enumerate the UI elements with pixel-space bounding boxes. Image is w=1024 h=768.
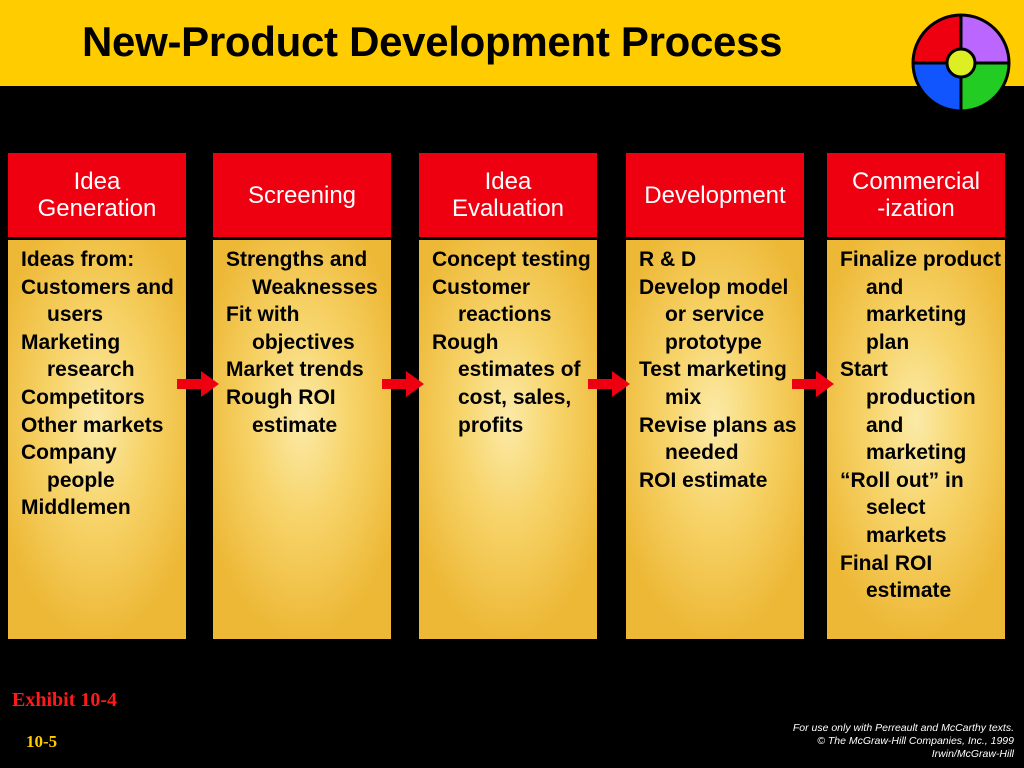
arrow-shape — [382, 371, 424, 397]
stage-item: Start production and marketing — [840, 358, 976, 465]
copyright-line: For use only with Perreault and McCarthy… — [792, 722, 1014, 734]
copyright-line: Irwin/McGraw-Hill — [931, 748, 1014, 760]
stage-header-line: -ization — [877, 195, 955, 222]
stage-item: ROI estimate — [639, 468, 768, 492]
stage-item: Company people — [21, 441, 117, 492]
stage-header-line: Development — [644, 181, 786, 209]
stage-header: Commercial-ization — [827, 153, 1005, 237]
page-number: 10-5 — [26, 732, 58, 751]
stage-item: Middlemen — [21, 496, 131, 520]
color-wheel-logo-icon — [911, 13, 1011, 113]
stage-header-line: Generation — [37, 195, 157, 222]
logo-quadrant-red — [913, 15, 961, 63]
flow-arrow-icon — [382, 371, 424, 397]
flow-arrow-icon — [177, 371, 219, 397]
stage-item: Competitors — [21, 385, 145, 409]
stage-header-line: Evaluation — [451, 195, 565, 222]
stage-item: Develop model or service prototype — [639, 275, 789, 354]
arrow-shape — [177, 371, 219, 397]
copyright-notice: For use only with Perreault and McCarthy… — [793, 722, 1014, 761]
exhibit-label: Exhibit 10-4 — [12, 689, 118, 711]
stage-item: Concept testing — [432, 248, 591, 271]
title-bar: New-Product Development Process — [0, 0, 1024, 86]
stage-item: Rough ROI estimate — [226, 385, 338, 437]
stage-header: Development — [626, 153, 804, 237]
logo-center — [945, 47, 977, 79]
stage-item: Market trends — [226, 358, 364, 382]
stage-header-line: Screening — [247, 181, 357, 209]
stage-header: Screening — [213, 153, 391, 237]
stage-item: Marketing research — [21, 330, 135, 382]
stage-item: “Roll out” in select markets — [840, 468, 964, 547]
stage-item: Finalize product and marketing plan — [840, 248, 1002, 354]
logo-quadrant-purple — [961, 15, 1009, 63]
stage-header-line: Commercial — [851, 168, 980, 195]
stage-column: Development R & D Develop model or service… — [626, 153, 804, 639]
stage-item: Strengths and Weaknesses — [226, 248, 378, 299]
flow-arrow-icon — [588, 371, 630, 397]
stage-item: Customer reactions — [432, 275, 552, 327]
logo-quadrant-green — [961, 63, 1009, 111]
stage-item: Ideas from: — [21, 248, 135, 271]
logo-quadrant-blue — [913, 63, 961, 111]
stage-item: Rough estimates of cost, sales, profits — [432, 330, 581, 437]
stage-header-line: Idea — [73, 168, 121, 195]
arrow-shape — [792, 371, 834, 397]
stage-item: Revise plans as needed — [639, 413, 797, 465]
stage-item: Customers and users — [21, 275, 174, 327]
stage-item: Fit with objectives — [226, 303, 355, 354]
flow-arrow-icon — [792, 371, 834, 397]
page-title: New-Product Development Process — [82, 18, 783, 65]
stage-item: Test marketing mix — [639, 358, 787, 409]
copyright-line: © The McGraw-Hill Companies, Inc., 1999 — [817, 735, 1014, 747]
stage-item: Other markets — [21, 413, 164, 437]
stage-item: Final ROI estimate — [840, 551, 952, 603]
stage-header-line: Idea — [484, 168, 532, 195]
stage-item: R & D — [639, 248, 697, 271]
arrow-shape — [588, 371, 630, 397]
